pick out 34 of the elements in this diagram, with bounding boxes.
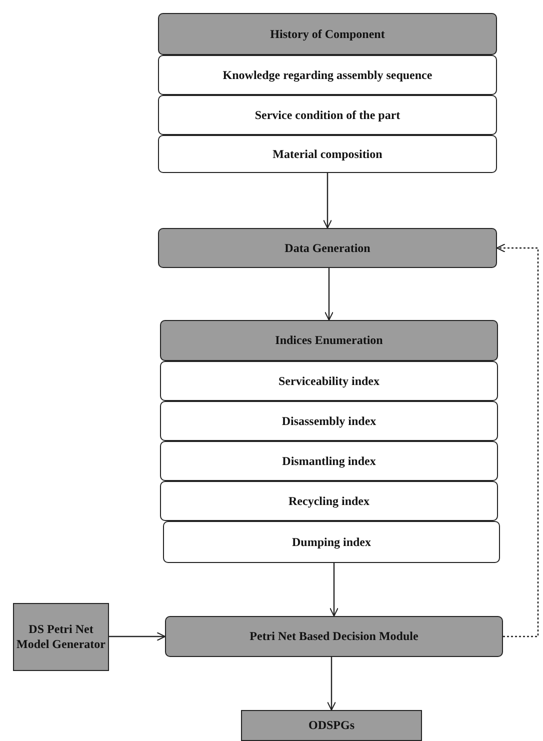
arrow <box>324 268 334 321</box>
box-label: Disassembly index <box>282 414 376 428</box>
box-label: Data Generation <box>284 240 370 256</box>
item-box <box>158 55 497 95</box>
item-box <box>163 521 500 563</box>
item-box <box>158 135 497 173</box>
box-label: Knowledge regarding assembly sequence <box>222 68 432 82</box>
box-label: DS Petri Net Model Generator <box>16 622 106 652</box>
dashed-feedback-arrow <box>496 243 539 638</box>
process-box <box>241 710 422 741</box>
box-label: Recycling index <box>288 494 370 508</box>
arrow <box>326 657 336 711</box>
box-label: Service condition of the part <box>254 108 400 122</box>
process-box <box>13 603 109 671</box>
arrow <box>322 173 332 229</box>
arrow <box>329 563 339 617</box>
item-box <box>160 401 498 441</box>
header-box <box>158 228 497 268</box>
header-box <box>165 616 503 657</box>
item-box <box>160 441 498 481</box>
item-box <box>158 95 497 135</box>
box-label: Indices Enumeration <box>275 333 383 348</box>
box-label: History of Component <box>270 26 385 42</box>
header-box <box>160 320 498 361</box>
box-label: ODSPGs <box>308 718 354 733</box>
box-label: Serviceability index <box>278 374 380 388</box>
item-box <box>160 481 498 521</box>
box-label: Dumping index <box>292 534 372 550</box>
box-label: Material composition <box>272 146 382 162</box>
arrow <box>109 632 166 642</box>
box-label: Dismantling index <box>282 454 376 468</box>
header-box <box>158 13 497 55</box>
item-box <box>160 361 498 401</box>
box-label: Petri Net Based Decision Module <box>250 629 418 644</box>
